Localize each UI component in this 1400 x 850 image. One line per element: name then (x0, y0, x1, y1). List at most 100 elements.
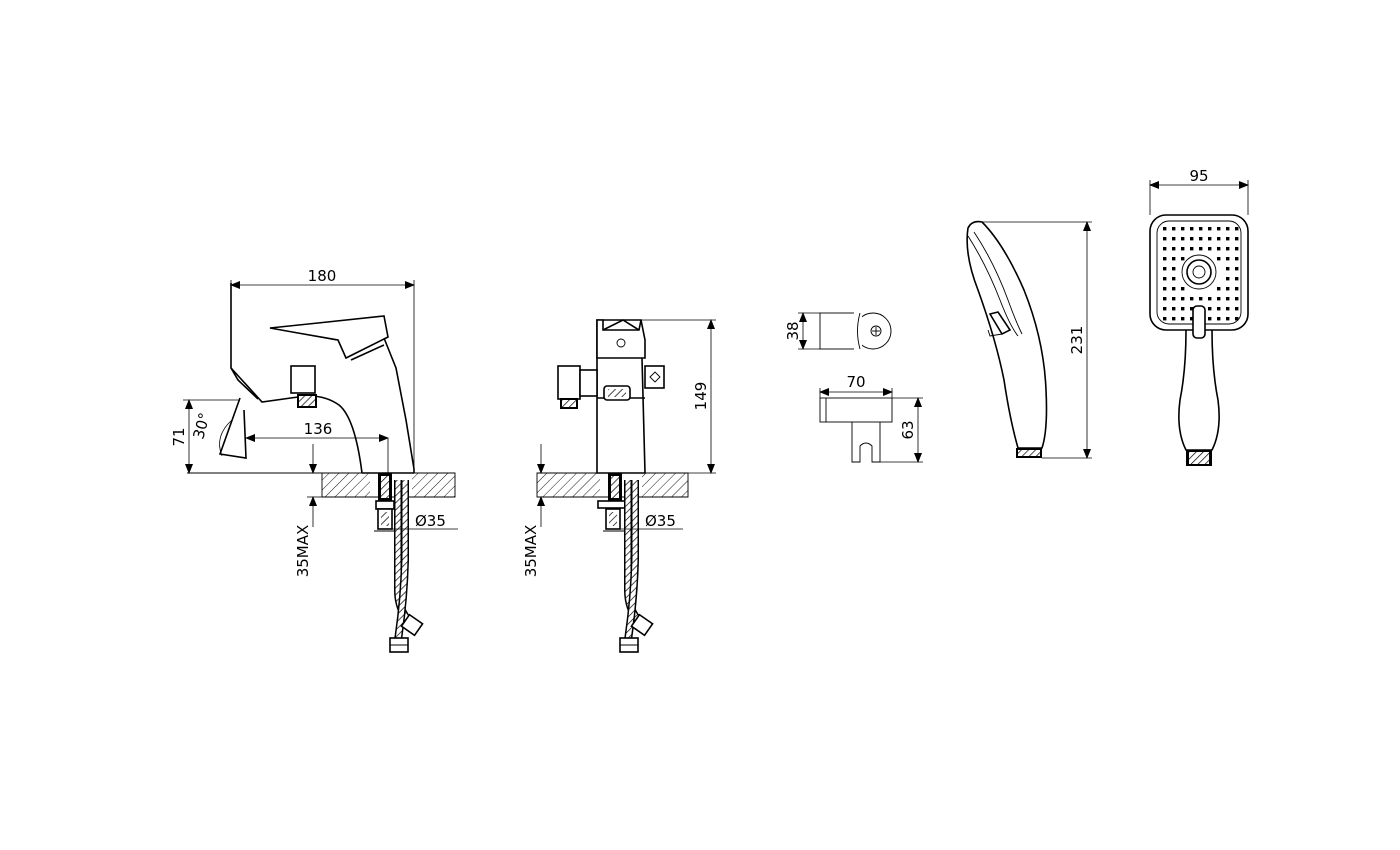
spray-nozzle (1181, 247, 1185, 251)
dimension-149: 149 (641, 319, 716, 474)
dimension-63-label: 63 (899, 420, 917, 439)
spray-nozzle (1226, 287, 1230, 291)
dimension-180-label: 180 (308, 267, 337, 285)
dimension-30-label: 30° (189, 411, 213, 441)
spray-nozzle (1226, 227, 1230, 231)
spray-nozzle (1226, 307, 1230, 311)
spray-nozzle (1181, 317, 1185, 321)
spray-nozzle (1235, 257, 1239, 261)
dimension-angle-30: 30° (189, 411, 233, 457)
spray-nozzle (1235, 287, 1239, 291)
dimension-35max-a: 35MAX (294, 444, 322, 577)
spray-nozzle (1208, 307, 1212, 311)
dimension-35max-a-label: 35MAX (294, 525, 312, 578)
spray-nozzle (1163, 297, 1167, 301)
spray-nozzle (1163, 287, 1167, 291)
spray-nozzle (1208, 317, 1212, 321)
countertop-section (187, 472, 456, 498)
spray-nozzle (1163, 307, 1167, 311)
faucet-body (230, 283, 415, 474)
dimension-70-label: 70 (846, 373, 865, 391)
dimension-dia-35-b: Ø35 (609, 512, 683, 530)
spray-nozzle (1181, 307, 1185, 311)
dimension-dia-35-a-label: Ø35 (415, 512, 446, 530)
dimension-180: 180 (230, 267, 415, 473)
spray-nozzle (1208, 297, 1212, 301)
hand-shower-side-view: 231 (966, 220, 1092, 459)
dimension-149-label: 149 (692, 382, 710, 411)
spray-nozzle (1172, 247, 1176, 251)
spray-nozzle (1172, 317, 1176, 321)
spray-nozzle (1190, 307, 1194, 311)
spray-nozzle (1163, 227, 1167, 231)
spray-nozzle (1172, 237, 1176, 241)
spray-nozzle (1163, 257, 1167, 261)
dimension-95-label: 95 (1189, 167, 1208, 185)
diverter-knob (290, 365, 317, 408)
spray-nozzle (1190, 237, 1194, 241)
dimension-35max-b: 35MAX (522, 444, 545, 577)
faucet-front-body (557, 319, 665, 474)
spray-nozzle (1226, 237, 1230, 241)
spray-nozzle (1181, 227, 1185, 231)
spray-nozzle (1235, 317, 1239, 321)
spray-nozzle (1226, 277, 1230, 281)
spray-nozzle (1235, 277, 1239, 281)
flexible-hoses (389, 480, 424, 653)
spray-nozzle (1190, 247, 1194, 251)
dimension-71: 71 (170, 399, 240, 474)
dimension-70: 70 (819, 373, 893, 398)
spray-nozzle (1208, 247, 1212, 251)
holder-top-view (819, 312, 892, 350)
faucet-handle (269, 315, 389, 360)
flexible-hoses-front (619, 480, 654, 653)
spray-nozzle (1235, 237, 1239, 241)
faucet-front-view: 149 35MAX Ø35 (522, 319, 716, 653)
spray-nozzle (1181, 257, 1185, 261)
dimension-136: 136 (245, 420, 389, 473)
dimension-231: 231 (980, 221, 1092, 459)
mounting-stud-front (597, 473, 633, 532)
spray-nozzle (1217, 237, 1221, 241)
spray-nozzle (1217, 247, 1221, 251)
spray-nozzle (1199, 247, 1203, 251)
spray-nozzle (1235, 247, 1239, 251)
spray-nozzle (1208, 227, 1212, 231)
spray-nozzle (1172, 307, 1176, 311)
holder-side-view (819, 397, 893, 463)
dimension-38: 38 (784, 312, 820, 350)
spray-nozzle (1235, 297, 1239, 301)
spray-nozzle (1181, 297, 1185, 301)
spray-nozzle (1199, 227, 1203, 231)
spray-nozzle (1172, 267, 1176, 271)
spray-nozzle (1226, 247, 1230, 251)
spray-nozzle (1226, 257, 1230, 261)
spray-nozzle (1217, 257, 1221, 261)
spray-nozzle (1217, 227, 1221, 231)
spray-nozzle (1190, 317, 1194, 321)
spray-nozzle (1208, 237, 1212, 241)
spray-nozzle (1172, 287, 1176, 291)
faucet-side-view: 180 136 71 30° 35MAX Ø35 (170, 267, 458, 653)
spray-nozzle (1217, 307, 1221, 311)
spray-nozzle (1217, 297, 1221, 301)
spray-nozzle (1190, 297, 1194, 301)
spray-nozzle (1172, 257, 1176, 261)
dimension-71-label: 71 (170, 427, 188, 446)
spray-nozzle (1235, 307, 1239, 311)
spray-nozzle (1163, 277, 1167, 281)
spray-nozzle (1235, 227, 1239, 231)
dimension-95: 95 (1149, 167, 1249, 215)
spray-nozzle (1172, 277, 1176, 281)
dimension-136-label: 136 (304, 420, 333, 438)
spray-nozzle (1226, 297, 1230, 301)
shower-holder-views: 38 70 63 (784, 312, 923, 463)
spray-nozzle (1217, 317, 1221, 321)
spray-nozzle (1163, 267, 1167, 271)
spray-nozzle (1181, 237, 1185, 241)
spray-nozzle (1235, 267, 1239, 271)
dimension-38-label: 38 (784, 321, 802, 340)
spray-nozzle (1226, 267, 1230, 271)
spray-nozzle (1226, 317, 1230, 321)
